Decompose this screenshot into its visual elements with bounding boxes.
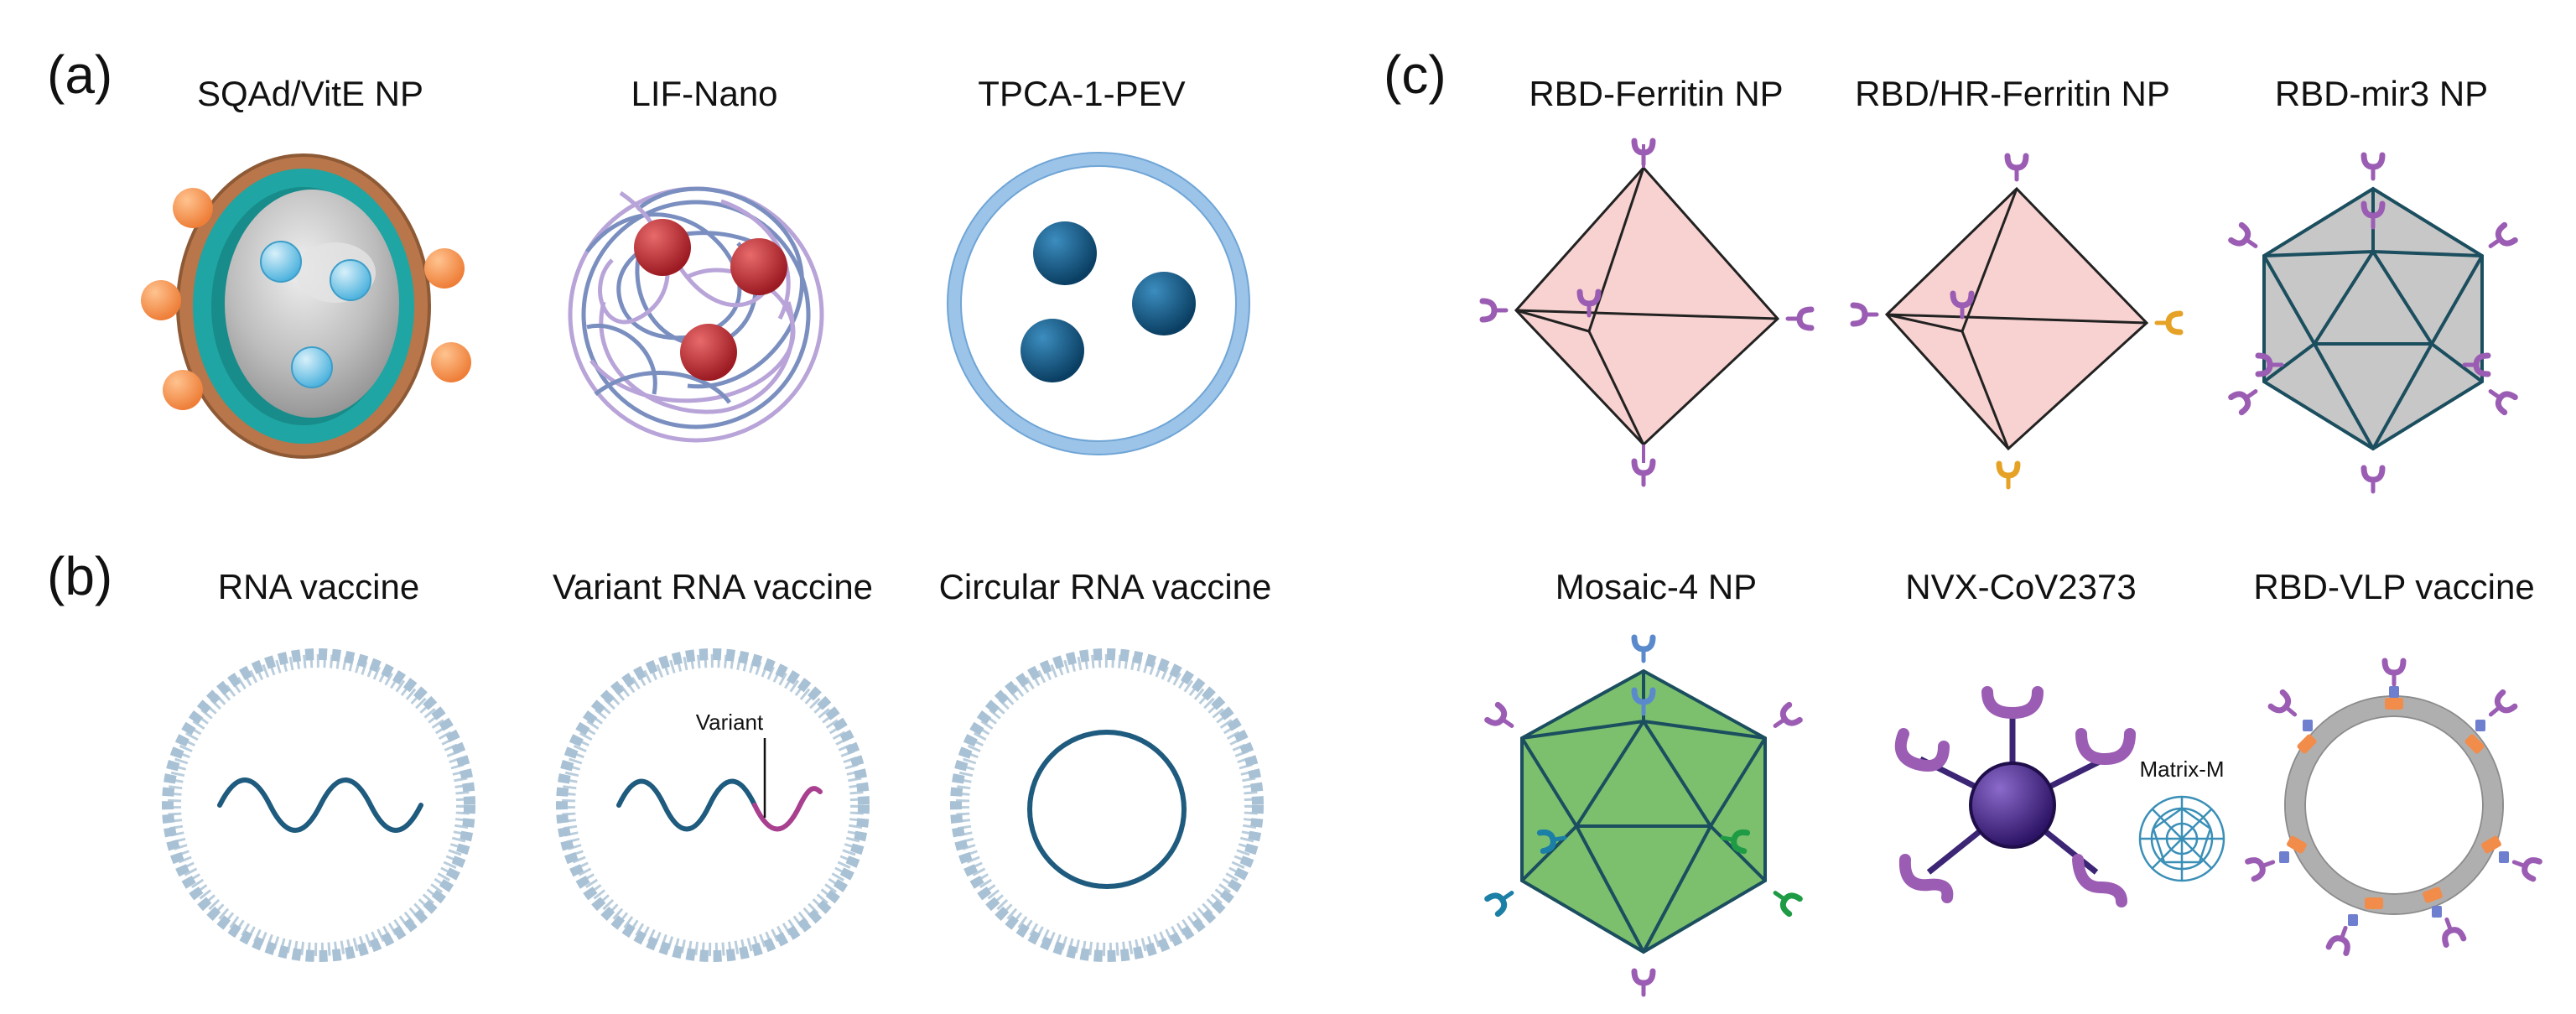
panel-a-letter: (a)	[47, 44, 113, 105]
label-sqad-vite-np: SQAd/VitE NP	[196, 74, 424, 113]
label-circular-rna-vaccine: Circular RNA vaccine	[938, 567, 1272, 606]
label-lif-nano: LIF-Nano	[631, 74, 778, 113]
tpca-1-pev-graphic	[947, 152, 1250, 455]
label-tpca-1-pev: TPCA-1-PEV	[978, 74, 1186, 113]
label-variant-rna-vaccine: Variant RNA vaccine	[552, 567, 874, 606]
matrix-m-icon	[2138, 795, 2225, 882]
rbd-hr-ferritin-np-graphic	[1853, 156, 2180, 487]
rbd-mir3-np-graphic	[2231, 155, 2516, 491]
label-mosaic-4-np: Mosaic-4 NP	[1555, 567, 1758, 606]
label-rbd-hr-ferritin-np: RBD/HR-Ferritin NP	[1855, 74, 2170, 113]
rna-vaccine-graphic	[162, 648, 475, 962]
circular-rna-vaccine-graphic	[950, 648, 1264, 962]
rbd-ferritin-np-graphic	[1483, 141, 1811, 485]
rbd-vlp-vaccine-graphic	[2248, 661, 2540, 953]
mosaic-4-np-graphic	[1488, 637, 1800, 995]
label-rbd-ferritin-np: RBD-Ferritin NP	[1529, 74, 1784, 113]
panel-c-letter: (c)	[1384, 44, 1446, 105]
label-rbd-vlp-vaccine: RBD-VLP vaccine	[2253, 567, 2535, 606]
sqad-vite-np-graphic	[141, 153, 471, 459]
label-matrix-m: Matrix-M	[2139, 757, 2225, 782]
label-rna-vaccine: RNA vaccine	[217, 567, 420, 606]
label-rbd-mir3-np: RBD-mir3 NP	[2274, 74, 2489, 113]
nvx-cov2373-graphic	[1894, 686, 2225, 907]
lif-nano-graphic	[568, 186, 824, 443]
panel-b-letter: (b)	[47, 546, 113, 606]
label-variant: Variant	[695, 710, 764, 735]
variant-rna-vaccine-graphic	[556, 648, 870, 962]
label-nvx-cov2373: NVX-CoV2373	[1905, 567, 2137, 606]
